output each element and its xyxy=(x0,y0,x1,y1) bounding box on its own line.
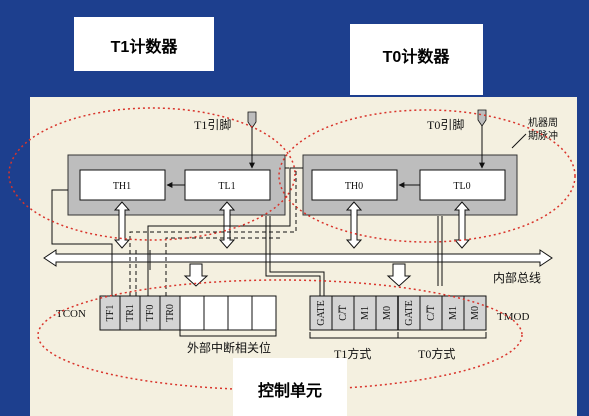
internal-bus-arrow xyxy=(43,249,553,267)
bus-to-tcon-arrow xyxy=(183,263,209,287)
tl0-register xyxy=(419,169,506,201)
machine-cycle-label-1: 机器周 xyxy=(528,116,558,129)
tcon-bit-tf0: TF0 xyxy=(145,305,156,322)
tmod-bit-ct0: C/T xyxy=(426,305,437,321)
th0-register xyxy=(311,169,398,201)
tl1-bus-link xyxy=(218,201,236,249)
register-bus-links xyxy=(113,201,471,249)
th1-label: TH1 xyxy=(113,181,131,192)
tmod-bit-gate0: GATE xyxy=(404,300,415,326)
tmod-bit-gate1: GATE xyxy=(316,300,327,326)
bus-to-register-links xyxy=(183,263,412,287)
t1-pin-icon xyxy=(247,111,257,129)
tcon-label: TCON xyxy=(56,308,86,320)
tcon-register xyxy=(99,295,277,331)
th1-register xyxy=(79,169,166,201)
tmod-register xyxy=(309,295,487,331)
th0-label: TH0 xyxy=(345,181,363,192)
tmod-bit-m0-0: M0 xyxy=(470,306,481,320)
control-unit-title: 控制单元 xyxy=(258,381,322,400)
t0-mode-label: T0方式 xyxy=(418,346,455,361)
tl1-register xyxy=(184,169,271,201)
t0-counter-title-box xyxy=(350,24,483,95)
tcon-bit-tr1: TR1 xyxy=(125,304,136,322)
tcon-bit-tf1: TF1 xyxy=(105,305,116,322)
bus-to-tmod-arrow xyxy=(386,263,412,287)
tcon-bit-tr0: TR0 xyxy=(165,304,176,322)
tl0-label: TL0 xyxy=(453,181,470,192)
tmod-bit-m1-1: M1 xyxy=(360,306,371,320)
t1-mode-label: T1方式 xyxy=(334,346,371,361)
ext-int-bracket xyxy=(179,330,277,337)
machine-cycle-label-2: 期脉冲 xyxy=(528,129,558,142)
internal-bus-label: 内部总线 xyxy=(493,270,541,285)
tmod-bit-ct1: C/T xyxy=(338,305,349,321)
control-unit-title-box xyxy=(233,358,347,416)
tl0-bus-link xyxy=(453,201,471,249)
t1-counter-title-box xyxy=(74,17,214,71)
ext-int-label: 外部中断相关位 xyxy=(187,340,271,355)
t1-pin-label: T1引脚 xyxy=(194,117,231,132)
tmod-bit-m0-1: M0 xyxy=(382,306,393,320)
th0-bus-link xyxy=(345,201,363,249)
th1-bus-link xyxy=(113,201,131,249)
t1-counter-title: T1计数器 xyxy=(111,37,179,56)
control-lines xyxy=(51,167,443,296)
tmod-label: TMOD xyxy=(497,311,529,323)
tl1-label: TL1 xyxy=(218,181,235,192)
t1-group-ellipse xyxy=(8,107,296,241)
t0-group-ellipse xyxy=(278,109,576,243)
t0-counter-title: T0计数器 xyxy=(383,47,451,66)
tmod-bit-m1-0: M1 xyxy=(448,306,459,320)
machine-cycle-pointer xyxy=(511,133,527,149)
t0-mode-bracket xyxy=(397,332,487,339)
t0-pin-label: T0引脚 xyxy=(427,117,464,132)
